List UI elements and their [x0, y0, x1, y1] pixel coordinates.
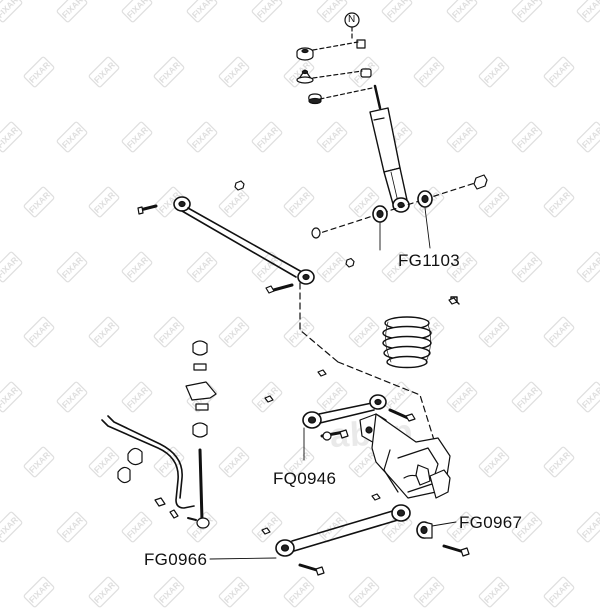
lower-link-leaders	[209, 521, 457, 560]
guide-line-spring	[337, 361, 435, 441]
shock-top-mount-parts	[296, 12, 382, 110]
lateral-control-rod	[137, 196, 339, 363]
nut-small-1	[234, 180, 245, 191]
shock-absorber	[369, 107, 410, 213]
diagram-marker-n: N	[348, 14, 356, 25]
upper-cushion	[296, 69, 314, 84]
upper-washer	[296, 47, 314, 61]
fg1103-leaders	[379, 207, 431, 251]
upper-trailing-link	[264, 369, 416, 441]
suspension-exploded-diagram	[101, 12, 488, 576]
stabilizer-bushing-1	[127, 447, 143, 466]
stabilizer-bar	[101, 415, 195, 519]
nut-small-3	[448, 297, 458, 305]
coil-spring	[382, 296, 460, 369]
lower-nut	[473, 174, 488, 190]
callout-fg0966: FG0966	[144, 550, 208, 569]
fg1103-bushing-left	[372, 205, 388, 223]
lower-cushion	[308, 93, 322, 105]
nut-top	[356, 39, 366, 49]
callout-fq0946: FQ0946	[273, 469, 337, 488]
nut-small-2	[345, 257, 355, 268]
axle-housing-bracket	[359, 413, 451, 499]
stabilizer-bushing-2	[117, 466, 131, 484]
lower-trailing-link	[261, 493, 470, 576]
fg1103-bushing-right	[417, 190, 433, 208]
shock-lower-bolt-assembly	[234, 174, 488, 268]
spacer	[360, 68, 372, 78]
callout-fg1103: FG1103	[398, 251, 460, 270]
stabilizer-link	[185, 340, 217, 529]
callout-fg0967: FG0967	[459, 513, 523, 532]
fg0967-bushing	[416, 521, 433, 539]
